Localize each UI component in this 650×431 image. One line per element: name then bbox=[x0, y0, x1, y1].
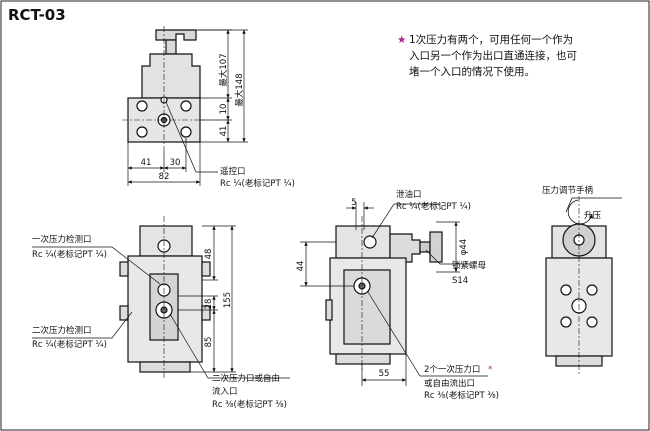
lock-nut-label: 锁紧螺母 bbox=[452, 260, 486, 271]
raise-label: 升压 bbox=[584, 210, 602, 221]
bolt-hole bbox=[136, 126, 148, 138]
handle-label: 压力调节手柄 bbox=[542, 185, 594, 196]
front-view bbox=[119, 216, 211, 378]
dim-41-vertical: 41 bbox=[219, 126, 229, 137]
dim-max107: 最大107 bbox=[218, 53, 229, 86]
bolt-hole bbox=[560, 316, 572, 328]
dim-85: 85 bbox=[204, 337, 214, 348]
lock-nut bbox=[419, 241, 431, 253]
secondary-gauge-spec: Rc ¼(老标记PT ¼) bbox=[32, 339, 107, 350]
raise-arrow bbox=[567, 199, 594, 225]
bolt-hole bbox=[136, 100, 148, 112]
primary-gauge-label: 一次压力检测口 bbox=[32, 234, 92, 245]
bolt-hole bbox=[560, 284, 572, 296]
dim-41-horizontal: 41 bbox=[141, 158, 152, 168]
top-view-dims bbox=[127, 29, 248, 186]
dim-155: 155 bbox=[223, 292, 233, 308]
outlet-label-1: 二次压力口或自由 bbox=[212, 373, 280, 384]
side-ear bbox=[201, 305, 211, 321]
handle-knob bbox=[429, 231, 443, 263]
dim-48: 48 bbox=[204, 249, 214, 260]
knob-head bbox=[155, 29, 197, 41]
dim-28: 28 bbox=[204, 299, 214, 310]
drain-port-label: 泄油口 bbox=[396, 189, 422, 200]
note-line-2: 入口另一个作为出口直通连接，也可 bbox=[409, 49, 577, 62]
leader-outlet bbox=[169, 313, 290, 379]
inlet-label: 2个一次压力口 bbox=[424, 364, 480, 375]
leader-lock-nut bbox=[425, 249, 470, 265]
knob-stem bbox=[165, 39, 177, 55]
dim-30: 30 bbox=[170, 158, 181, 168]
bolt-hole bbox=[586, 316, 598, 328]
remote-port-label: 遥控口 bbox=[220, 166, 246, 177]
inlet-star: * bbox=[488, 365, 492, 375]
leader-inlet bbox=[367, 291, 488, 377]
drain-port-spec: Rc ¼(老标记PT ¼) bbox=[396, 201, 471, 212]
drain-port-hole bbox=[363, 235, 377, 249]
front-view-dims bbox=[32, 225, 290, 379]
side-ear bbox=[325, 299, 333, 321]
dim-82: 82 bbox=[159, 172, 170, 182]
handle-view-annotations bbox=[565, 197, 622, 225]
model-title: RCT-03 bbox=[8, 6, 66, 24]
secondary-gauge-label: 二次压力检测口 bbox=[32, 325, 92, 336]
side-view bbox=[325, 216, 443, 372]
dim-44: 44 bbox=[296, 261, 306, 272]
dim-5: 5 bbox=[351, 198, 356, 208]
side-ear bbox=[119, 261, 129, 277]
side-ear bbox=[119, 305, 129, 321]
bolt-hole bbox=[180, 126, 192, 138]
note-star: ★ bbox=[397, 34, 406, 46]
side-ear bbox=[201, 261, 211, 277]
leader-drain bbox=[371, 203, 440, 239]
leader-handle bbox=[565, 197, 622, 213]
usage-note: ★ 1次压力有两个，可用任何一个作为 入口另一个作为出口直通连接，也可 堵一个入… bbox=[397, 33, 577, 78]
side-base bbox=[335, 353, 391, 365]
inlet-spec: Rc ⅜(老标记PT ⅜) bbox=[424, 390, 499, 401]
dim-10: 10 bbox=[219, 104, 229, 115]
lock-nut-size: S14 bbox=[452, 276, 468, 286]
side-upper-block bbox=[335, 225, 391, 259]
bolt-hole bbox=[180, 100, 192, 112]
leader-remote-port bbox=[165, 101, 218, 173]
bonnet bbox=[141, 53, 201, 99]
top-view bbox=[122, 26, 206, 150]
dim-phi44: φ44 bbox=[459, 239, 469, 255]
outlet-label-2: 流入口 bbox=[212, 386, 238, 397]
bolt-hole bbox=[586, 284, 598, 296]
primary-gauge-spec: Rc ¼(老标记PT ¼) bbox=[32, 249, 107, 260]
handle-view bbox=[545, 196, 613, 374]
outlet-spec: Rc ⅜(老标记PT ⅜) bbox=[212, 399, 287, 410]
note-line-3: 堵一个入口的情况下使用。 bbox=[409, 65, 535, 78]
front-base bbox=[139, 361, 191, 373]
leader-primary-gauge bbox=[32, 246, 161, 285]
dim-max148: 最大148 bbox=[234, 73, 245, 106]
dim-55: 55 bbox=[379, 369, 390, 379]
side-view-dims bbox=[300, 202, 488, 386]
leader-secondary-gauge bbox=[32, 311, 133, 339]
inlet-label-2: 或自由流出口 bbox=[424, 378, 475, 389]
remote-port-spec: Rc ¼(老标记PT ¼) bbox=[220, 178, 295, 189]
note-line-1: 1次压力有两个，可用任何一个作为 bbox=[409, 33, 573, 46]
